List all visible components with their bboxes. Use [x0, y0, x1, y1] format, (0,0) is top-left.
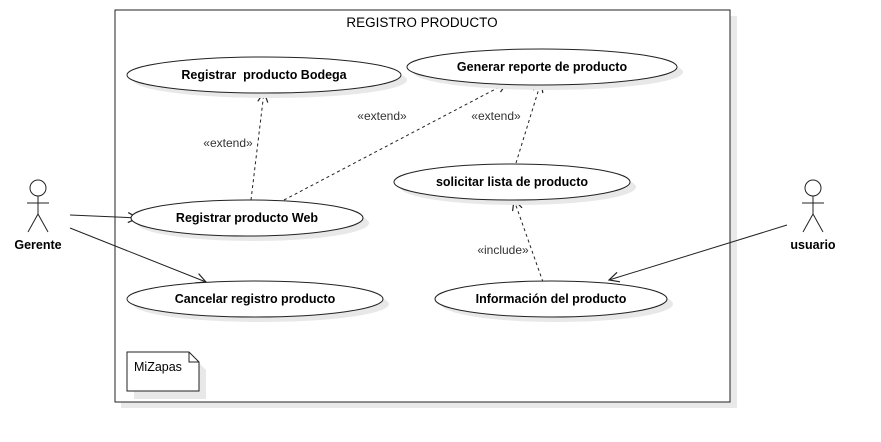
- use-case-label: Registrar producto Web: [176, 211, 319, 225]
- use-case-solicitar-lista[interactable]: solicitar lista de producto: [393, 163, 636, 205]
- stereotype-include-info: «include»: [477, 243, 529, 257]
- stereotype-extend-bodega: «extend»: [203, 136, 253, 150]
- extend-web-to-bodega: [250, 92, 264, 201]
- use-case-label: Generar reporte de producto: [457, 60, 628, 74]
- assoc-usuario-info: [609, 224, 788, 280]
- actor-usuario[interactable]: [802, 179, 824, 233]
- use-case-registrar-bodega[interactable]: Registrar producto Bodega: [126, 56, 407, 98]
- use-case-label: solicitar lista de producto: [436, 175, 588, 189]
- actor-head: [804, 179, 822, 197]
- include-info-to-lista: [514, 200, 544, 283]
- note-mizapas[interactable]: MiZapas: [126, 351, 206, 399]
- use-case-informacion[interactable]: Información del producto: [434, 280, 673, 322]
- stereotype-extend-reporte: «extend»: [357, 109, 407, 123]
- assoc-gerente-cancelar: [69, 227, 206, 282]
- actor-label-usuario: usuario: [790, 238, 836, 252]
- actor-head: [29, 179, 47, 197]
- actor-label-gerente: Gerente: [14, 238, 61, 252]
- use-case-label: Registrar producto Bodega: [181, 68, 347, 82]
- stereotypes: «extend» «extend» «extend» «include»: [203, 109, 529, 257]
- use-case-registrar-web[interactable]: Registrar producto Web: [130, 199, 369, 241]
- actor-gerente[interactable]: [27, 179, 49, 233]
- assoc-gerente-web: [69, 215, 138, 218]
- system-title: REGISTRO PRODUCTO: [346, 15, 497, 30]
- extend-lista-to-reporte: [515, 82, 541, 164]
- use-case-label: Información del producto: [476, 292, 627, 306]
- stereotype-extend-lista: «extend»: [471, 109, 521, 123]
- use-case-label: Cancelar registro producto: [175, 292, 336, 306]
- use-case-generar-reporte[interactable]: Generar reporte de producto: [406, 48, 683, 90]
- relations: [69, 82, 788, 283]
- use-cases: Registrar producto Bodega Generar report…: [126, 48, 683, 322]
- use-case-cancelar-registro[interactable]: Cancelar registro producto: [126, 280, 389, 322]
- note-text: MiZapas: [134, 360, 182, 374]
